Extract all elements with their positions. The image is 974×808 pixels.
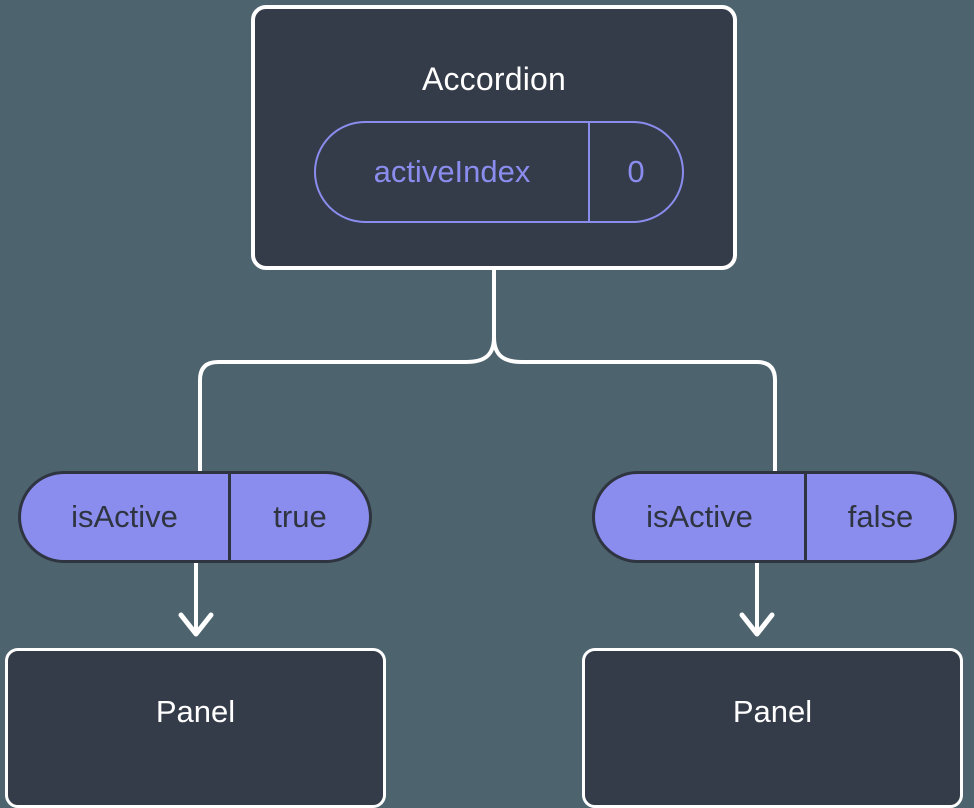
is-active-true-pill[interactable]: isActive true	[18, 471, 372, 563]
panel-component-box-right[interactable]: Panel	[582, 648, 963, 808]
active-index-key-label: activeIndex	[316, 123, 590, 221]
panel-right-title: Panel	[732, 694, 813, 729]
is-active-false-pill[interactable]: isActive false	[592, 471, 957, 563]
panel-component-box-left[interactable]: Panel	[5, 648, 386, 808]
accordion-title: Accordion	[421, 61, 567, 97]
is-active-right-key-label: isActive	[595, 474, 807, 560]
right-arrow-head-icon	[739, 612, 775, 637]
is-active-left-value-label: true	[273, 499, 327, 534]
is-active-left-key-label: isActive	[21, 474, 231, 560]
is-active-right-value-label: false	[847, 499, 914, 534]
split-right-connector	[492, 335, 777, 473]
split-left-connector	[198, 335, 496, 473]
panel-left-title: Panel	[155, 694, 236, 729]
accordion-component-box[interactable]: Accordion activeIndex 0	[251, 5, 737, 270]
diagram-canvas: Accordion activeIndex 0 isActive true is…	[5, 5, 963, 808]
left-arrow-head-icon	[178, 612, 214, 637]
active-index-state-pill[interactable]: activeIndex 0	[314, 121, 684, 223]
active-index-value-label: 0	[627, 154, 645, 189]
